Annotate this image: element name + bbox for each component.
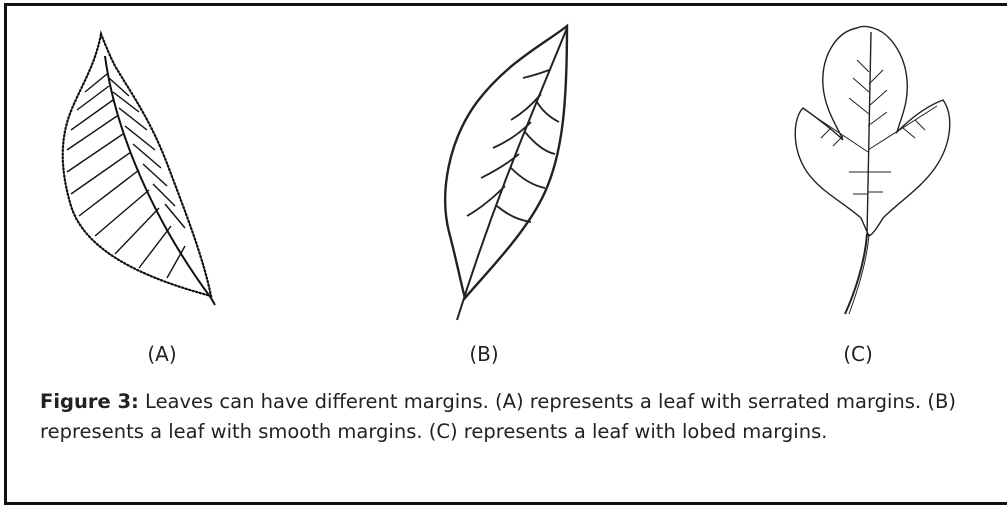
- smooth-leaf-illustration: [444, 23, 569, 321]
- label-c: (C): [843, 342, 873, 366]
- lobed-leaf-illustration: [794, 25, 951, 315]
- serrated-leaf-illustration: [61, 30, 216, 306]
- label-a: (A): [147, 342, 177, 366]
- caption-text: Leaves can have different margins. (A) r…: [40, 390, 956, 443]
- label-b: (B): [469, 342, 499, 366]
- caption-figure-number: Figure 3:: [40, 390, 139, 413]
- figure-caption: Figure 3: Leaves can have different marg…: [40, 387, 1007, 447]
- figure-frame: (A) (B) (C) Figure 3: Leaves can have di…: [4, 3, 1007, 505]
